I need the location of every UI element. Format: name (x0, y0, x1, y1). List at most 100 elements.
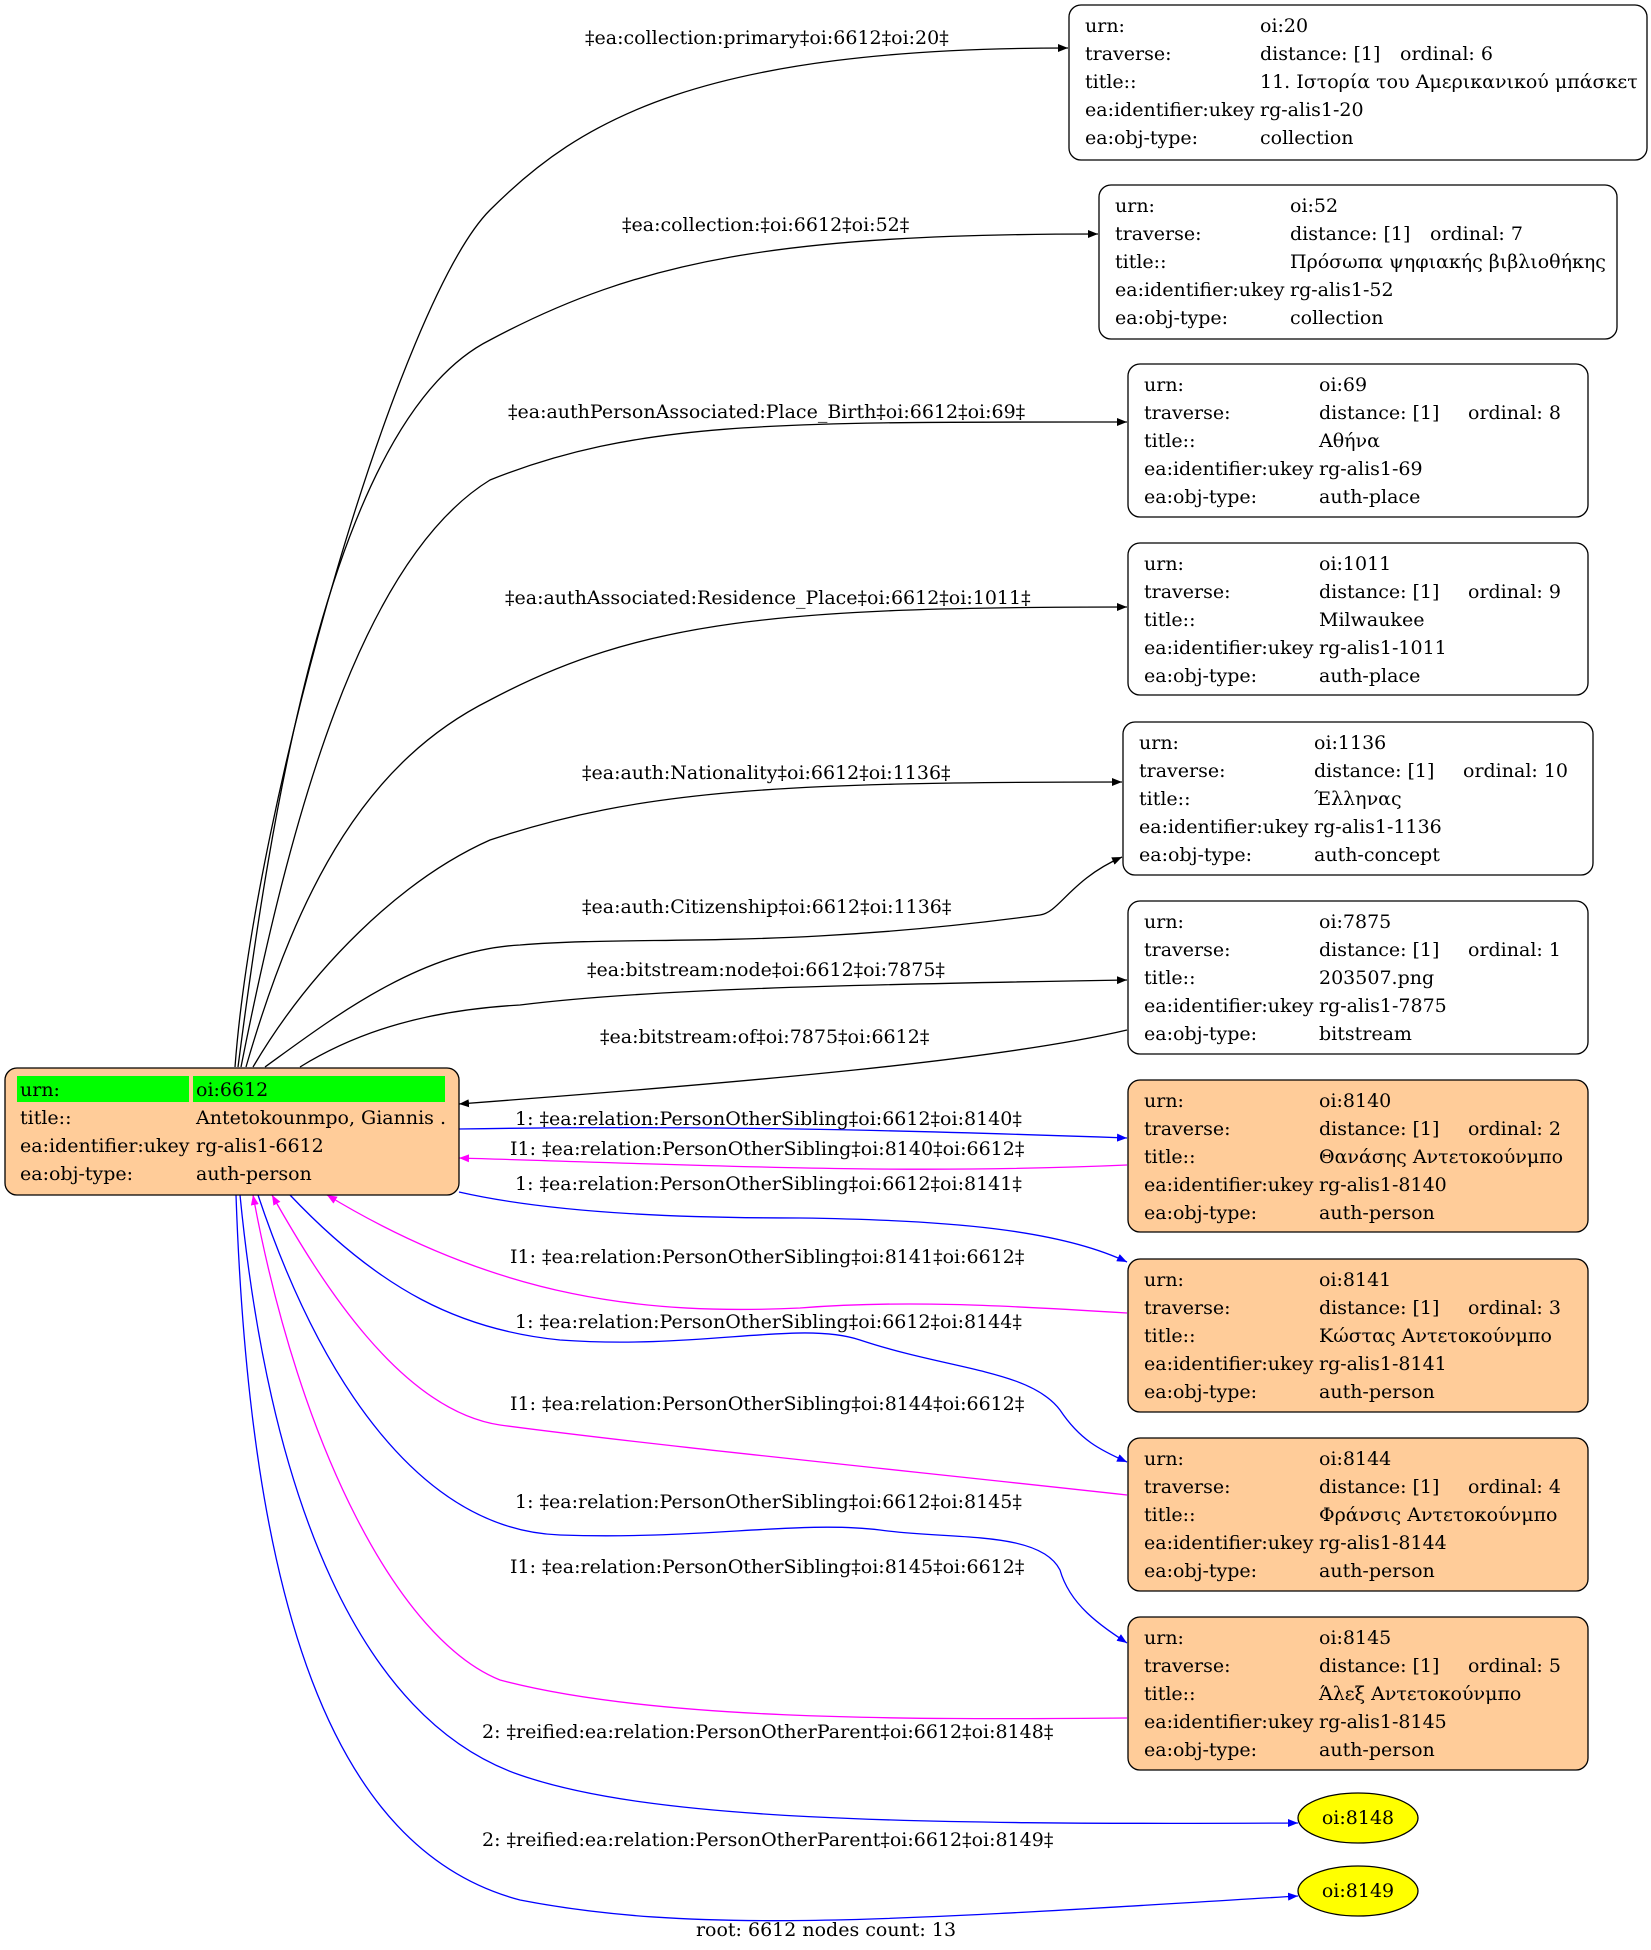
node-frame (1068, 4, 1648, 161)
node-oi1136[interactable]: urn: oi:1136 traverse: distance: [1] ord… (1122, 721, 1594, 876)
edge-residence-place: ‡ea:authAssociated:Residence_Place‡oi:66… (245, 587, 1128, 1068)
edge-bitstream-node: ‡ea:bitstream:node‡oi:6612‡oi:7875‡ (299, 959, 1128, 1068)
row-key: title:: (1144, 967, 1195, 989)
row-value: Κώστας Αντετοκούνμπο (1319, 1325, 1552, 1347)
edge-collection: ‡ea:collection:‡oi:6612‡oi:52‡ (237, 214, 1099, 1068)
row-key: traverse: (1144, 1297, 1231, 1319)
row-key: ea:obj-type: (1139, 844, 1252, 866)
row-key: urn: (20, 1079, 60, 1101)
edge-line (458, 1029, 1128, 1108)
edge-nationality: ‡ea:auth:Nationality‡oi:6612‡oi:1136‡ (252, 762, 1123, 1068)
row-key: ea:identifier:ukey (1139, 816, 1309, 838)
edge-label: ‡ea:collection:‡oi:6612‡oi:52‡ (622, 214, 909, 236)
leaf-node-oi8148[interactable]: oi:8148 (1297, 1792, 1419, 1844)
row-value: distance: [1] (1319, 1655, 1439, 1677)
row-key: ea:obj-type: (1085, 127, 1198, 149)
row-value: rg-alis1-8140 (1319, 1174, 1447, 1196)
row-key: ea:identifier:ukey (1144, 1532, 1314, 1554)
row-value: oi:69 (1319, 374, 1367, 396)
row-value: rg-alis1-20 (1260, 99, 1364, 121)
edge-line (235, 1194, 1299, 1922)
node-oi1011[interactable]: urn: oi:1011 traverse: distance: [1] ord… (1127, 542, 1589, 696)
row-key: ea:obj-type: (1144, 486, 1257, 508)
edge-line (299, 976, 1128, 1068)
edge-label: ‡ea:authAssociated:Residence_Place‡oi:66… (505, 587, 1031, 609)
root-node-oi6612[interactable]: urn: oi:6612 title:: Antetokounmpo, Gian… (4, 1067, 460, 1196)
node-frame (1127, 363, 1589, 518)
row-key: ea:obj-type: (20, 1163, 133, 1185)
row-key: title:: (1144, 1504, 1195, 1526)
row-value: collection (1260, 127, 1354, 149)
edge-label: 1: ‡ea:relation:PersonOtherSibling‡oi:66… (515, 1491, 1022, 1513)
row-value: auth-place (1319, 486, 1420, 508)
row-value: Antetokounmpo, Giannis . (195, 1107, 446, 1129)
row-key: title:: (20, 1107, 71, 1129)
edge-line (245, 603, 1128, 1068)
node-oi8140[interactable]: urn: oi:8140 traverse: distance: [1] ord… (1127, 1079, 1589, 1233)
edge-label: ‡ea:collection:primary‡oi:6612‡oi:20‡ (585, 27, 949, 49)
row-key: title:: (1085, 71, 1136, 93)
row-value: oi:8144 (1319, 1448, 1391, 1470)
edge-sibling-8141: 1: ‡ea:relation:PersonOtherSibling‡oi:66… (458, 1173, 1128, 1263)
row-value: ordinal: 10 (1463, 760, 1568, 782)
row-value: 11. Ιστορία του Αμερικανικού μπάσκετ (1260, 71, 1638, 93)
row-value: rg-alis1-1136 (1314, 816, 1442, 838)
row-value: rg-alis1-8141 (1319, 1353, 1447, 1375)
edge-sibling-8144-inverse: I1: ‡ea:relation:PersonOtherSibling‡oi:8… (271, 1194, 1128, 1496)
leaf-ellipse (1297, 1865, 1419, 1917)
row-key: title:: (1115, 251, 1166, 273)
row-key: urn: (1144, 911, 1184, 933)
node-oi8145[interactable]: urn: oi:8145 traverse: distance: [1] ord… (1127, 1616, 1589, 1771)
row-value: ordinal: 1 (1468, 939, 1561, 961)
row-key: ea:identifier:ukey (1115, 279, 1285, 301)
edge-line (289, 1194, 1128, 1463)
edge-line (252, 778, 1123, 1068)
row-key: ea:obj-type: (1144, 1202, 1257, 1224)
row-value: ordinal: 9 (1468, 581, 1561, 603)
row-key: traverse: (1144, 1476, 1231, 1498)
edge-label: ‡ea:authPersonAssociated:Place_Birth‡oi:… (508, 401, 1025, 423)
row-value: ordinal: 7 (1430, 223, 1523, 245)
row-key: ea:identifier:ukey (1144, 1174, 1314, 1196)
row-value: auth-person (1319, 1560, 1435, 1582)
row-key: title:: (1144, 1325, 1195, 1347)
row-key: ea:obj-type: (1144, 1560, 1257, 1582)
row-value: distance: [1] (1319, 581, 1439, 603)
row-key: traverse: (1144, 939, 1231, 961)
node-oi52[interactable]: urn: oi:52 traverse: distance: [1] ordin… (1098, 184, 1618, 340)
node-oi7875[interactable]: urn: oi:7875 traverse: distance: [1] ord… (1127, 900, 1589, 1055)
node-oi8144[interactable]: urn: oi:8144 traverse: distance: [1] ord… (1127, 1437, 1589, 1592)
edge-label: ‡ea:bitstream:of‡oi:7875‡oi:6612‡ (600, 1026, 929, 1048)
node-oi69[interactable]: urn: oi:69 traverse: distance: [1] ordin… (1127, 363, 1589, 518)
edge-sibling-8145-inverse: I1: ‡ea:relation:PersonOtherSibling‡oi:8… (250, 1194, 1128, 1720)
row-key: ea:obj-type: (1144, 1381, 1257, 1403)
leaf-node-oi8149[interactable]: oi:8149 (1297, 1865, 1419, 1917)
edge-line (239, 1194, 1299, 1828)
row-value: rg-alis1-8145 (1319, 1711, 1447, 1733)
row-value: auth-concept (1314, 844, 1440, 866)
row-value: distance: [1] (1319, 1297, 1439, 1319)
node-frame (1127, 1079, 1589, 1233)
row-value: Φράνσις Αντετοκούνμπο (1319, 1504, 1558, 1526)
node-oi20[interactable]: urn: oi:20 traverse: distance: [1] ordin… (1068, 4, 1648, 161)
node-oi8141[interactable]: urn: oi:8141 traverse: distance: [1] ord… (1127, 1258, 1589, 1413)
edge-label: I1: ‡ea:relation:PersonOtherSibling‡oi:8… (510, 1556, 1024, 1578)
row-key: urn: (1144, 553, 1184, 575)
row-key: traverse: (1115, 223, 1202, 245)
row-value: ordinal: 2 (1468, 1118, 1561, 1140)
row-value: rg-alis1-69 (1319, 458, 1423, 480)
row-key: title:: (1144, 1146, 1195, 1168)
row-value: Milwaukee (1319, 609, 1424, 631)
node-frame (1127, 542, 1589, 696)
node-frame (1127, 900, 1589, 1055)
urn-key-highlight (17, 1076, 189, 1102)
row-value: distance: [1] (1319, 1476, 1439, 1498)
edge-label: ‡ea:auth:Citizenship‡oi:6612‡oi:1136‡ (582, 896, 951, 918)
row-value: oi:8141 (1319, 1269, 1391, 1291)
row-value: distance: [1] (1319, 1118, 1439, 1140)
row-value: oi:52 (1290, 195, 1338, 217)
row-key: ea:identifier:ukey (1144, 458, 1314, 480)
edge-line (271, 1194, 1128, 1496)
node-frame (1098, 184, 1618, 340)
edge-label: I1: ‡ea:relation:PersonOtherSibling‡oi:8… (510, 1393, 1024, 1415)
